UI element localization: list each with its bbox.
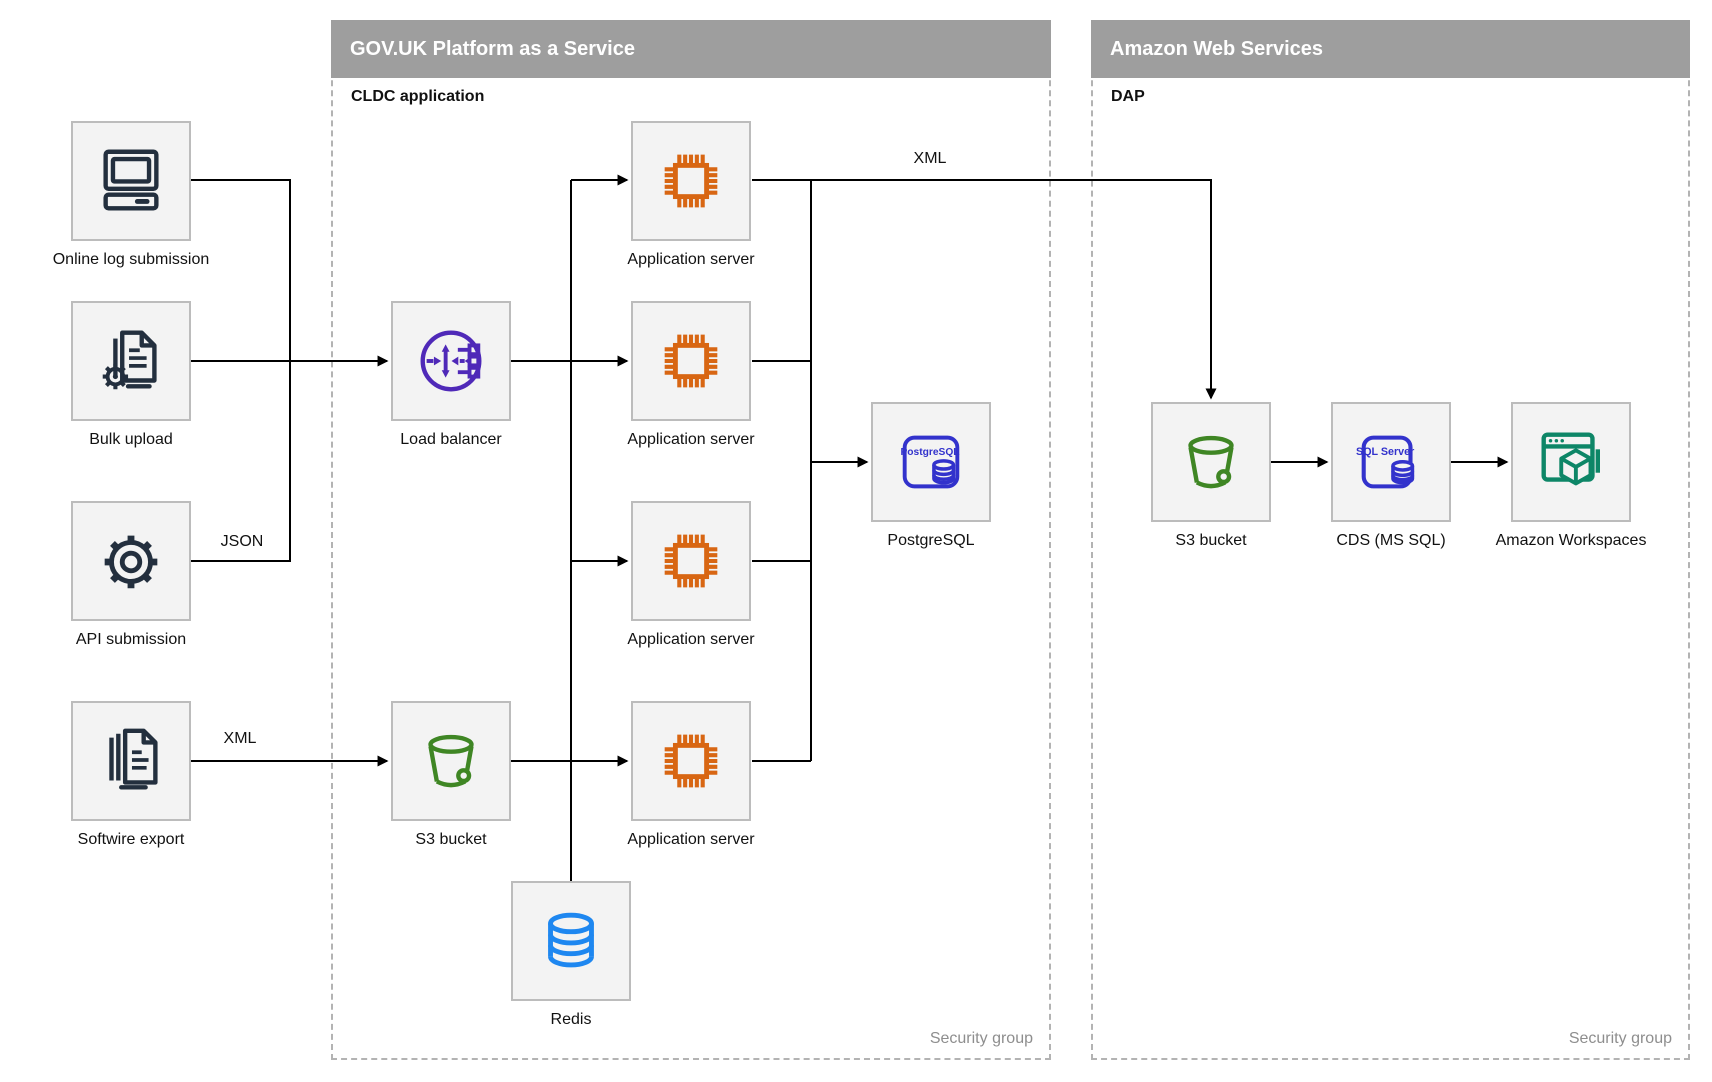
sql-server-icon-text: SQL Server	[1356, 446, 1415, 458]
load-balancer-box	[391, 301, 511, 421]
database-icon	[548, 912, 594, 968]
app-server-box	[631, 121, 751, 241]
documents-stack-icon	[109, 728, 158, 790]
document-gear-icon	[102, 330, 157, 390]
s3-bucket-icon	[1188, 435, 1234, 489]
chip-icon	[664, 154, 718, 208]
redis-box	[511, 881, 631, 1001]
govuk-paas-header: GOV.UK Platform as a Service	[331, 20, 1051, 78]
node-app-server-1: Application server	[627, 121, 755, 268]
edge-onlinelog-merge	[191, 179, 291, 360]
node-label: Bulk upload	[89, 431, 173, 448]
node-label: S3 bucket	[1175, 532, 1247, 549]
node-bulk-upload: Bulk upload	[71, 301, 191, 448]
node-online-log-submission: Online log submission	[53, 121, 209, 268]
node-label: CDS (MS SQL)	[1336, 532, 1446, 549]
gear-icon	[104, 535, 158, 589]
api-submission-box	[71, 501, 191, 621]
computer-icon	[103, 149, 159, 211]
node-postgresql: PostgreSQL PostgreSQL	[871, 402, 991, 549]
node-s3-bucket-paas: S3 bucket	[391, 701, 511, 848]
node-label: Application server	[627, 251, 755, 268]
node-label: Redis	[550, 1011, 592, 1028]
edge-label-json: JSON	[220, 533, 264, 550]
node-label: Amazon Workspaces	[1495, 532, 1647, 549]
workspaces-icon	[1541, 432, 1601, 486]
postgresql-box: PostgreSQL	[871, 402, 991, 522]
app-server-box	[631, 701, 751, 821]
edge-label-xml-to-aws: XML	[913, 150, 947, 167]
node-cds-mssql: SQL Server CDS (MS SQL)	[1331, 402, 1451, 549]
node-api-submission: API submission	[71, 501, 191, 648]
node-app-server-3: Application server	[627, 501, 755, 648]
bulk-upload-box	[71, 301, 191, 421]
node-label: Softwire export	[77, 831, 185, 848]
softwire-export-box	[71, 701, 191, 821]
node-label: Application server	[627, 831, 755, 848]
online-log-box	[71, 121, 191, 241]
chip-icon	[664, 734, 718, 788]
node-label: API submission	[75, 631, 187, 648]
node-redis: Redis	[511, 881, 631, 1028]
govuk-security-group-label: Security group	[929, 1030, 1033, 1047]
node-app-server-4: Application server	[627, 701, 755, 848]
aws-container: Amazon Web Services DAP Security group	[1091, 20, 1690, 1060]
node-amazon-workspaces: Amazon Workspaces	[1496, 402, 1646, 549]
node-softwire-export: Softwire export	[71, 701, 191, 848]
node-label: PostgreSQL	[887, 532, 975, 549]
node-app-server-2: Application server	[627, 301, 755, 448]
sql-server-icon: SQL Server	[1356, 435, 1415, 489]
edge-api-merge	[191, 362, 291, 562]
node-load-balancer: Load balancer	[391, 301, 511, 448]
app-server-box	[631, 501, 751, 621]
chip-icon	[664, 534, 718, 588]
node-label: Online log submission	[52, 251, 210, 268]
node-label: Load balancer	[400, 431, 502, 448]
node-label: S3 bucket	[415, 831, 487, 848]
cds-box: SQL Server	[1331, 402, 1451, 522]
postgresql-icon: PostgreSQL	[900, 435, 960, 489]
chip-icon	[664, 334, 718, 388]
load-balancer-icon	[420, 330, 482, 392]
node-label: Application server	[627, 431, 755, 448]
node-label: Application server	[627, 631, 755, 648]
s3-bucket-paas-box	[391, 701, 511, 821]
s3-bucket-aws-box	[1151, 402, 1271, 522]
postgresql-icon-text: PostgreSQL	[900, 447, 959, 458]
workspaces-box	[1511, 402, 1631, 522]
govuk-paas-container: GOV.UK Platform as a Service CLDC applic…	[331, 20, 1051, 1060]
node-s3-bucket-aws: S3 bucket	[1151, 402, 1271, 549]
s3-bucket-icon	[428, 734, 474, 788]
edge-label-xml-softwire: XML	[223, 730, 257, 747]
cldc-application-label: CLDC application	[351, 88, 485, 105]
app-server-box	[631, 301, 751, 421]
aws-security-group-label: Security group	[1568, 1030, 1672, 1047]
dap-label: DAP	[1111, 88, 1145, 105]
aws-header: Amazon Web Services	[1091, 20, 1690, 78]
